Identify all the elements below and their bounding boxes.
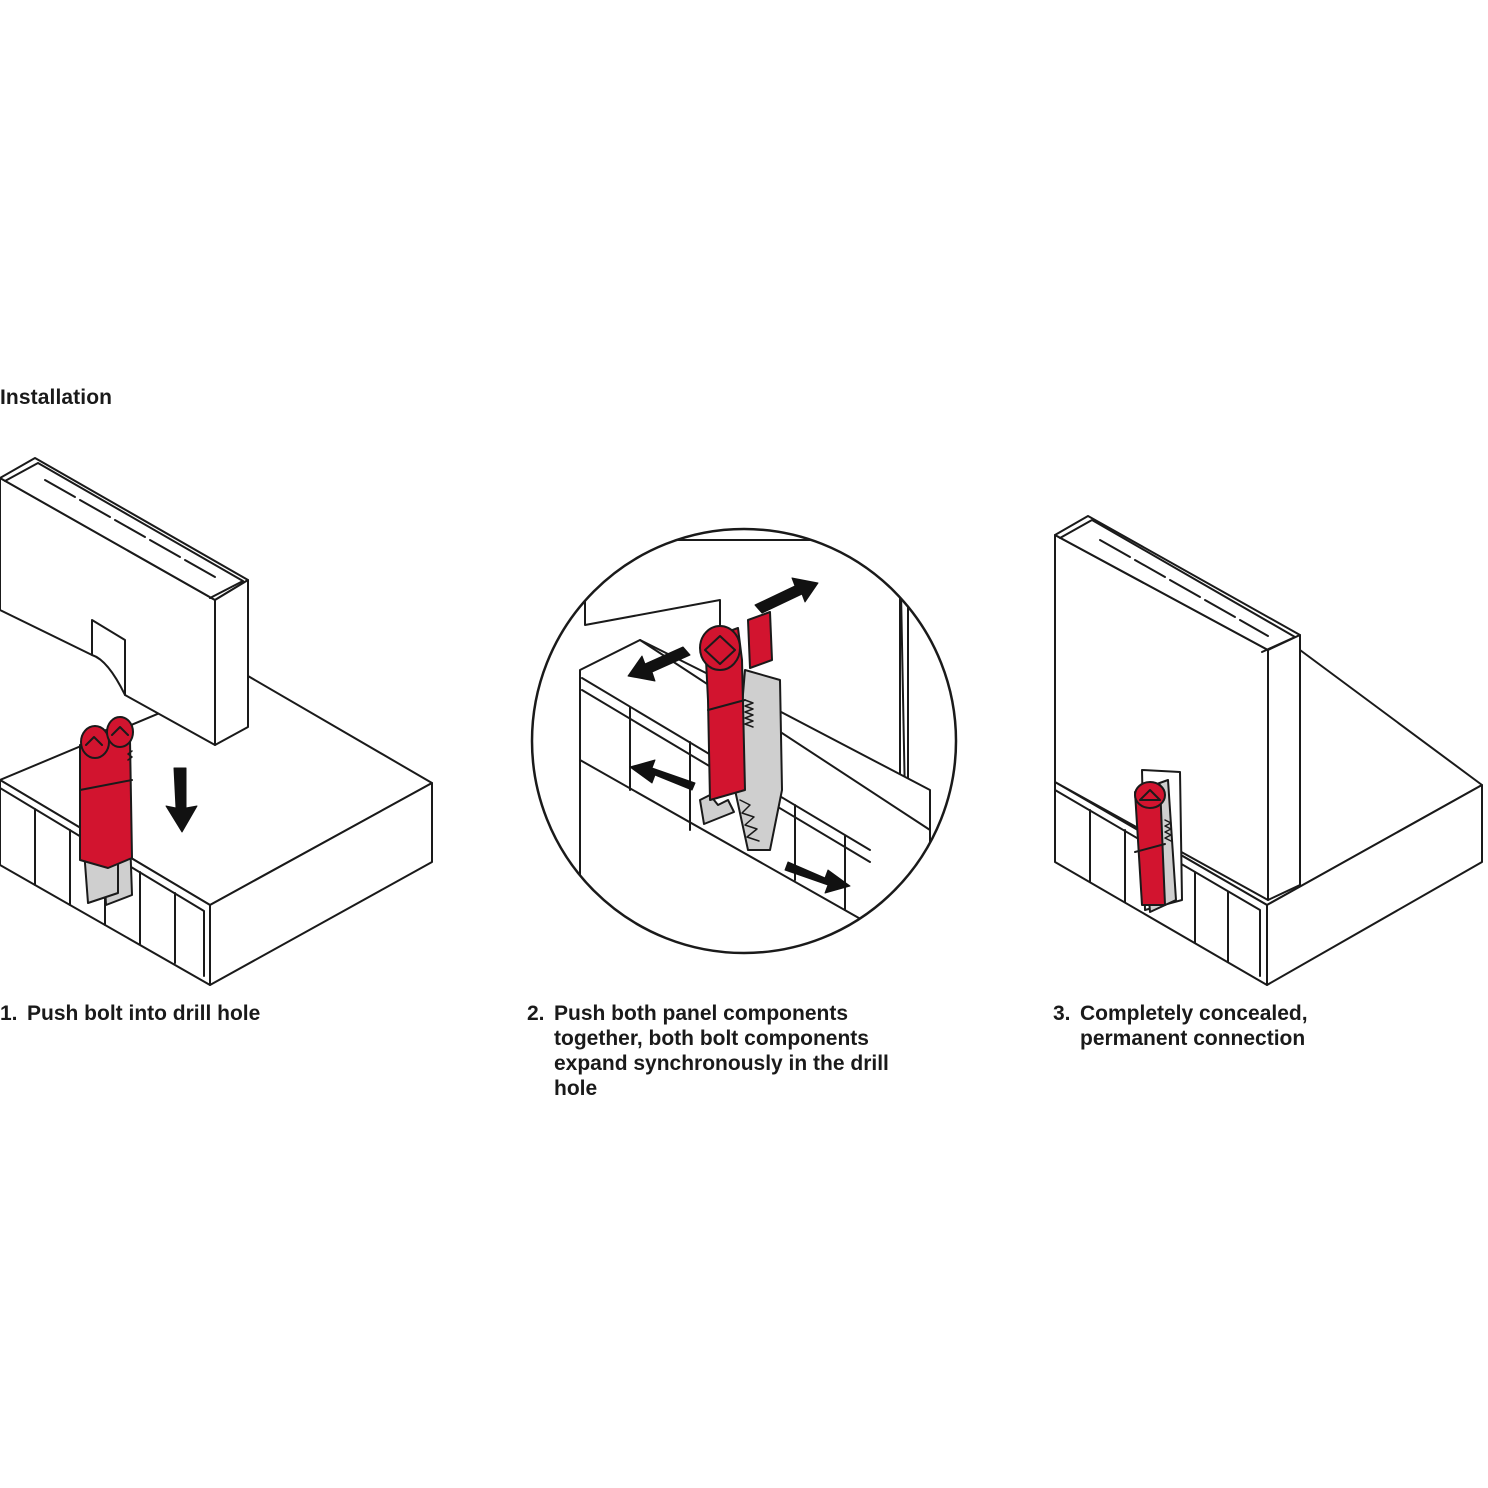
arrow-left-icon: [627, 646, 691, 682]
upright-panel-side: [1267, 634, 1301, 901]
arrow-left-icon: [629, 759, 696, 791]
step-number: 1.: [0, 1002, 18, 1025]
arrow-up-right-icon: [754, 577, 819, 614]
upper-panel-side: [214, 579, 249, 746]
arrow-right-icon: [784, 861, 851, 894]
detail-circle: [530, 527, 958, 955]
base-panel-side: [209, 782, 433, 986]
step-text: Push both panel components together, bot…: [554, 1002, 889, 1100]
bolt-step2: [699, 611, 783, 851]
base-panel-side-3: [1266, 784, 1483, 986]
arrow-down-icon: [165, 767, 198, 833]
step-2-caption: 2. Push both panel components together, …: [527, 1001, 912, 1101]
bolt-step3: [1134, 769, 1183, 913]
step-text: Completely concealed, permanent connecti…: [1080, 1002, 1308, 1050]
step-number: 2.: [527, 1002, 545, 1025]
step-3-illustration: [1054, 515, 1483, 986]
step-text: Push bolt into drill hole: [27, 1002, 261, 1025]
step-2-illustration: [530, 527, 958, 955]
step-number: 3.: [1053, 1002, 1071, 1025]
step-3-caption: 3. Completely concealed, permanent conne…: [1053, 1001, 1353, 1051]
step-1-illustration: [0, 457, 433, 986]
step-1-caption: 1. Push bolt into drill hole: [0, 1001, 420, 1026]
bolt-step1: [79, 716, 134, 906]
page-title: Installation: [0, 386, 113, 409]
